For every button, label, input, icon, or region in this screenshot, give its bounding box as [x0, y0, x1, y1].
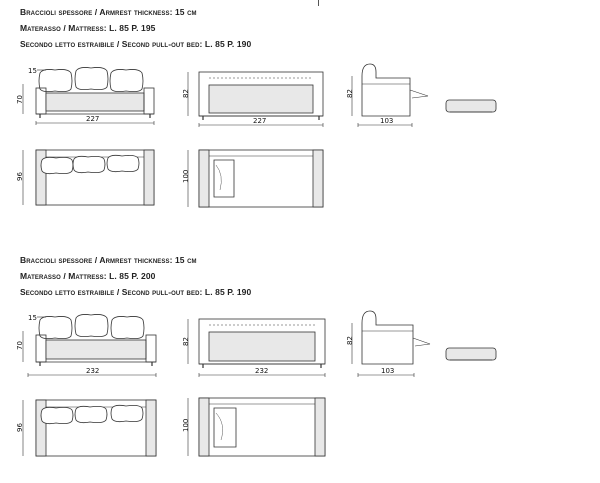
bed-front-view	[198, 318, 326, 368]
dim-arm-label: 15	[28, 314, 37, 322]
armrest-spec: Braccioli spessore / Armrest thickness: …	[20, 255, 197, 265]
top-divider	[318, 0, 319, 6]
sofa-front-view	[35, 67, 155, 118]
spec-block-b: Braccioli spessore / Armrest thickness: …	[20, 252, 251, 300]
dim-bed-height-label: 82	[182, 337, 190, 346]
dim-arm-label: 15	[28, 67, 37, 75]
dim-bed-width-label: 227	[253, 117, 266, 125]
dim-seat-height-label: 70	[16, 95, 24, 104]
bed-front-view	[198, 71, 324, 120]
dim-seat-height-label: 70	[16, 341, 24, 350]
dim-plan-depth-label: 96	[16, 423, 24, 432]
bed-plan-view	[198, 397, 326, 457]
side-view	[361, 310, 497, 365]
dim-side-height-label: 82	[346, 336, 354, 345]
side-view	[361, 63, 497, 117]
dim-front-width-label: 227	[86, 115, 99, 123]
dim-bed-height-label: 82	[182, 89, 190, 98]
spec-block-a: Braccioli spessore / Armrest thickness: …	[20, 4, 251, 52]
config-a-drawings: 15 70 227 82 227	[16, 63, 497, 208]
dim-side-depth-label: 103	[381, 367, 394, 375]
config-b-drawings: 15 70 232 82 232	[16, 310, 497, 457]
dim-front-width-label: 232	[86, 367, 99, 375]
armrest-spec: Braccioli spessore / Armrest thickness: …	[20, 7, 197, 17]
sofa-plan-view	[35, 399, 157, 457]
mattress-spec: Materasso / Mattress: L. 85 P. 195	[20, 23, 156, 33]
dim-side-depth-label: 103	[380, 117, 393, 125]
bed-plan-view	[198, 149, 324, 208]
dim-plan-depth-label: 96	[16, 172, 24, 181]
second-bed-spec: Secondo letto estraibile / Second pull-o…	[20, 39, 252, 49]
second-bed-spec: Secondo letto estraibile / Second pull-o…	[20, 287, 252, 297]
dim-bed-plan-depth-label: 100	[182, 419, 190, 432]
sofa-front-view	[35, 314, 157, 366]
mattress-spec: Materasso / Mattress: L. 85 P. 200	[20, 271, 156, 281]
dim-bed-width-label: 232	[255, 367, 268, 375]
dim-bed-plan-depth-label: 100	[182, 170, 190, 183]
sofa-plan-view	[35, 149, 155, 206]
dim-side-height-label: 82	[346, 89, 354, 98]
